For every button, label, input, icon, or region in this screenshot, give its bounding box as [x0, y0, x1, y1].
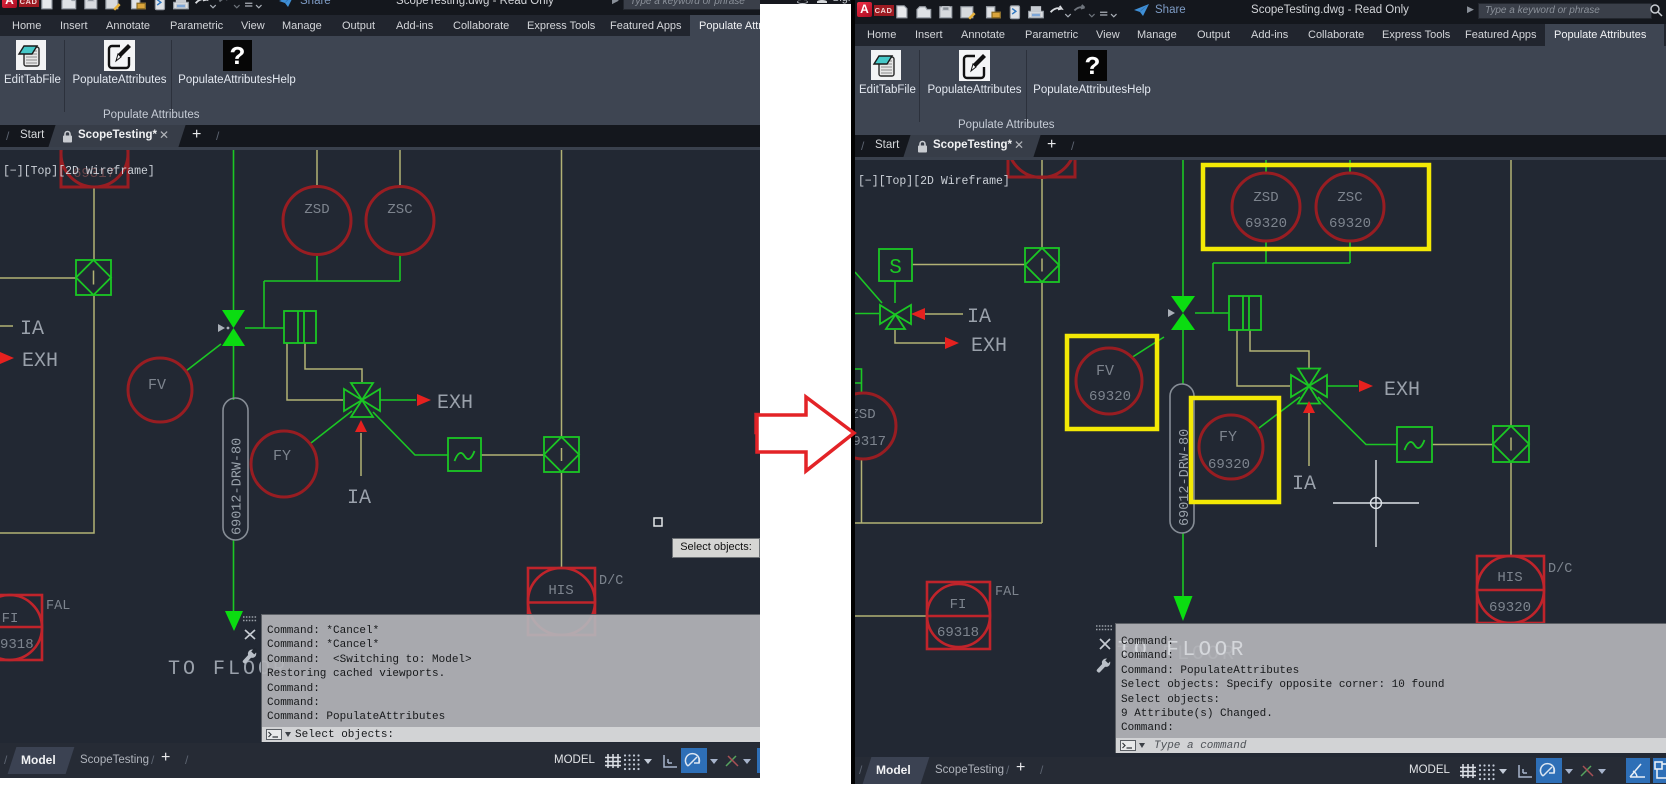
svg-text:69317: 69317	[73, 166, 115, 182]
svg-text:FY: FY	[1219, 429, 1237, 446]
svg-text:EXH: EXH	[1384, 379, 1420, 402]
svg-text:FAL: FAL	[46, 599, 70, 614]
svg-text:EXH: EXH	[437, 392, 473, 415]
svg-text:ZSC: ZSC	[1337, 190, 1362, 206]
svg-text:9318: 9318	[0, 637, 34, 653]
svg-text:69320: 69320	[1489, 600, 1531, 616]
svg-text:69320: 69320	[1245, 216, 1287, 232]
svg-text:D/C: D/C	[599, 574, 623, 589]
svg-text:FV: FV	[1096, 363, 1114, 380]
svg-text:?: ?	[230, 42, 246, 71]
svg-text:FV: FV	[148, 377, 166, 394]
svg-text:69012-DRW-80: 69012-DRW-80	[231, 438, 246, 535]
svg-text:FI: FI	[2, 611, 19, 627]
svg-text:ZSD: ZSD	[1253, 190, 1278, 206]
svg-text:?: ?	[1085, 52, 1101, 81]
svg-text:IA: IA	[20, 318, 44, 341]
svg-text:69318: 69318	[937, 625, 979, 641]
svg-text:69320: 69320	[1329, 216, 1371, 232]
svg-text:FAL: FAL	[995, 585, 1019, 600]
svg-text:IA: IA	[967, 306, 991, 329]
svg-text:[−][Top][2D Wireframe]: [−][Top][2D Wireframe]	[858, 175, 1010, 188]
svg-text:69320: 69320	[1089, 389, 1131, 405]
svg-text:HIS: HIS	[1497, 570, 1522, 586]
svg-text:FY: FY	[273, 448, 291, 465]
svg-text:ZSD: ZSD	[855, 407, 876, 423]
svg-text:69320: 69320	[1208, 457, 1250, 473]
svg-text:IA: IA	[347, 487, 371, 510]
svg-text:EXH: EXH	[22, 350, 58, 373]
svg-text:EXH: EXH	[971, 335, 1007, 358]
svg-text:69317: 69317	[855, 434, 886, 450]
svg-text:IA: IA	[1292, 473, 1316, 496]
svg-text:[−][Top][2D Wireframe]: [−][Top][2D Wireframe]	[3, 165, 155, 178]
svg-text:ZSD: ZSD	[304, 202, 329, 218]
svg-text:HIS: HIS	[548, 583, 573, 599]
svg-text:D/C: D/C	[1548, 562, 1572, 577]
svg-text:ZSC: ZSC	[387, 202, 412, 218]
svg-text:TO FLOOR: TO FLOOR	[168, 658, 288, 681]
svg-text:FI: FI	[950, 597, 967, 613]
svg-text:S: S	[889, 257, 902, 280]
